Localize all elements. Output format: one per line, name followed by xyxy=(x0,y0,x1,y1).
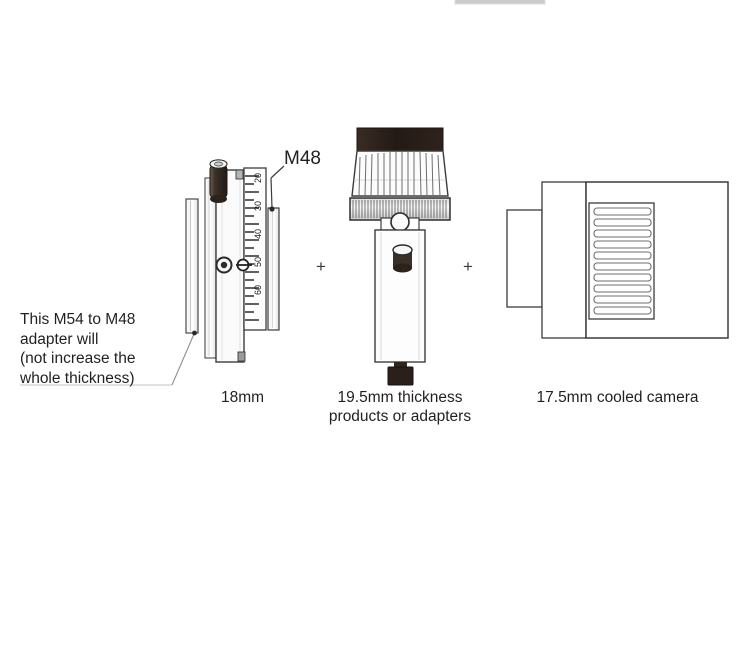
focuser-locking-screw xyxy=(236,258,252,272)
m48-leader-line xyxy=(269,165,285,212)
adapter-bottom-foot xyxy=(387,362,414,386)
svg-text:30: 30 xyxy=(253,201,263,211)
caption-filter-wheel-adapter: 19.5mm thickness products or adapters xyxy=(328,389,472,425)
plus-operator-2: + xyxy=(463,257,473,276)
focuser-scale-ticks xyxy=(245,175,259,321)
plus-operator-1: + xyxy=(316,257,326,276)
m48-label: M48 xyxy=(284,148,321,169)
adapter-body-knob xyxy=(392,244,413,273)
caption-focuser: 18mm xyxy=(220,389,265,406)
camera-cooling-fins xyxy=(593,207,652,315)
adapter-note-leader-line xyxy=(20,330,197,386)
svg-text:20: 20 xyxy=(253,173,263,183)
m54-to-m48-adapter-plate xyxy=(185,198,199,334)
cropped-top-element xyxy=(454,0,546,5)
adapter-vertical-ribs xyxy=(358,151,441,197)
focuser-side-port xyxy=(215,256,233,274)
focuser-top-knob xyxy=(209,159,228,203)
adapter-note-text: This M54 to M48 adapter will (not increa… xyxy=(20,311,136,387)
cooled-camera-assembly xyxy=(506,181,729,339)
svg-text:40: 40 xyxy=(253,229,263,239)
focuser-scale-numbers: 20 30 40 50 60 xyxy=(253,173,263,295)
caption-cooled-camera: 17.5mm cooled camera xyxy=(536,389,699,406)
svg-text:60: 60 xyxy=(253,285,263,295)
svg-text:50: 50 xyxy=(253,257,263,267)
focuser-assembly: 20 30 40 50 60 xyxy=(204,159,280,363)
filter-wheel-adapter-assembly xyxy=(349,127,451,386)
